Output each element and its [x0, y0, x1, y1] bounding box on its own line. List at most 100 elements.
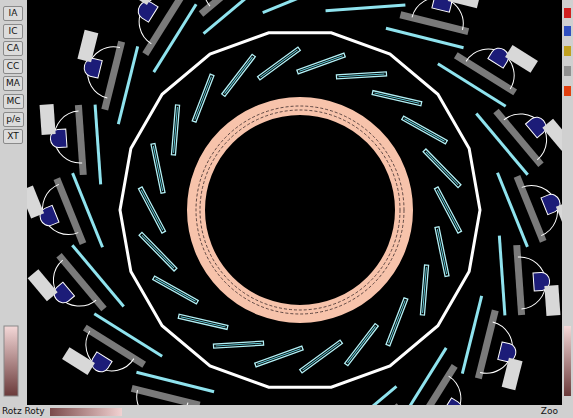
stave-line — [257, 349, 300, 365]
stave-outline — [178, 314, 228, 329]
module-bar — [513, 245, 525, 315]
stave-outline — [345, 324, 379, 366]
stave-line — [260, 50, 297, 77]
outer-module — [496, 172, 573, 247]
outer-module — [475, 87, 573, 185]
inner-stave — [171, 105, 179, 155]
button-label: p/e — [6, 115, 20, 124]
toolbar-button: p/e — [3, 112, 24, 127]
toolbar-button: CA — [3, 41, 23, 56]
module-block — [502, 358, 523, 390]
stave-line — [339, 74, 385, 77]
stave-line — [181, 317, 226, 327]
inner-stave — [222, 54, 256, 96]
outer-module — [177, 0, 275, 35]
left-toolbar — [0, 0, 27, 418]
inner-stave — [151, 143, 165, 193]
inner-stave — [192, 74, 214, 122]
stave-line — [389, 300, 406, 343]
tool-icon — [564, 46, 571, 56]
tool-icon — [564, 8, 571, 18]
inner-stave — [336, 72, 386, 79]
inner-stave — [423, 149, 461, 188]
white-block — [28, 269, 58, 301]
gray-bar — [400, 11, 470, 35]
white-block — [544, 285, 560, 316]
status-label: Zoo — [541, 407, 558, 416]
white-block — [505, 45, 538, 73]
stave-line — [375, 93, 420, 103]
white-block — [77, 30, 98, 62]
stave-line — [426, 152, 458, 185]
gray-bar — [513, 245, 525, 315]
stave-outline — [435, 227, 449, 277]
chamber-outline — [129, 0, 179, 44]
dashed-ring — [196, 106, 404, 314]
cyan-strip — [71, 173, 104, 248]
tool-icon — [564, 26, 571, 36]
slider — [50, 408, 122, 416]
outer-module — [51, 15, 163, 125]
button-label: CA — [7, 44, 19, 53]
stave-outline — [336, 72, 386, 79]
module-block — [28, 269, 58, 301]
stave-line — [225, 57, 253, 94]
status-label: Rotz Roty — [2, 407, 45, 416]
tool-icon — [564, 66, 571, 76]
module-block — [505, 45, 538, 73]
stave-outline — [222, 54, 256, 96]
stave-outline — [153, 276, 199, 304]
inner-stave — [372, 91, 422, 106]
button-label: XT — [7, 132, 19, 141]
module-block — [62, 347, 95, 375]
white-block — [62, 347, 95, 375]
outer-module — [20, 173, 104, 248]
white-block — [448, 0, 480, 8]
stave-line — [299, 56, 342, 72]
inner-stave — [178, 314, 228, 329]
module-bar — [101, 41, 125, 111]
inner-stave — [434, 187, 461, 233]
toolbar-button: IC — [3, 24, 23, 39]
stave-line — [216, 343, 262, 346]
toolbar-button: CC — [3, 59, 23, 74]
white-block — [135, 0, 163, 5]
toolbar-button: IA — [3, 6, 23, 21]
module-strip — [94, 105, 103, 185]
stave-outline — [386, 298, 408, 346]
stave-outline — [255, 346, 303, 367]
stave-outline — [151, 143, 165, 193]
cyan-strip — [325, 4, 405, 13]
stave-outline — [138, 187, 165, 233]
module-block — [77, 30, 98, 62]
outer-module — [437, 295, 549, 405]
button-label: MC — [6, 97, 20, 106]
pink-ring — [196, 106, 404, 314]
stave-outline — [434, 187, 461, 233]
stave-outline — [372, 91, 422, 106]
inner-stave — [300, 340, 343, 373]
chamber-outline — [412, 0, 469, 30]
stave-outline — [192, 74, 214, 122]
inner-stave — [345, 324, 379, 366]
chamber-outline — [193, 0, 250, 6]
module-chamber — [126, 0, 179, 44]
module-block — [448, 0, 480, 8]
chamber-outline — [76, 331, 134, 381]
cyan-strip — [496, 172, 529, 247]
inner-stave — [139, 232, 177, 271]
stave-line — [437, 229, 446, 274]
inner-stave — [258, 47, 301, 80]
stave-line — [347, 326, 375, 363]
dashed-ring — [200, 110, 400, 310]
slider — [4, 326, 18, 396]
toolbar-button: XT — [3, 129, 23, 144]
button-label: CC — [7, 62, 20, 71]
stave-outline — [300, 340, 343, 373]
inner-stave — [255, 346, 303, 367]
status-bar — [0, 405, 573, 418]
module-block — [40, 104, 56, 135]
gray-bar — [75, 105, 87, 175]
inner-stave — [402, 116, 448, 144]
inner-stave — [420, 265, 428, 315]
